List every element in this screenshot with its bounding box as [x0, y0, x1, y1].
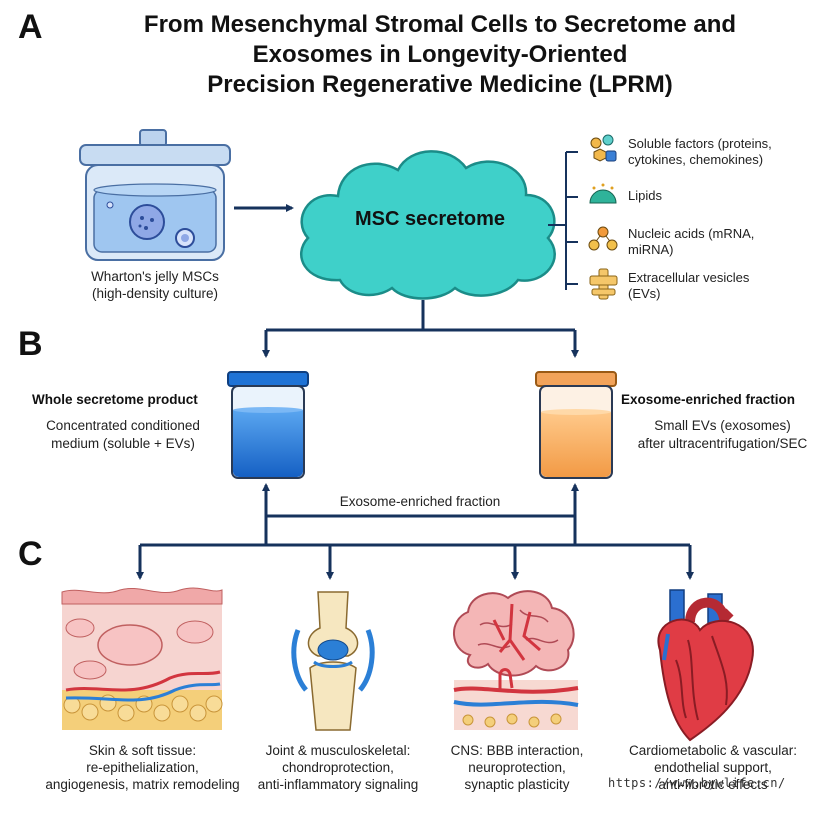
- watermark-url: https://www.bywlife.cn/: [608, 776, 786, 790]
- whole-secretome-line-1: Concentrated conditioned: [46, 418, 200, 433]
- application-joint-caption: Joint & musculoskeletal: chondroprotecti…: [238, 742, 438, 793]
- vesicle-icon: [589, 268, 618, 300]
- component-bracket: [548, 151, 578, 290]
- whole-secretome-description: Concentrated conditioned medium (soluble…: [28, 417, 218, 453]
- application-skin-caption: Skin & soft tissue: re-epithelialization…: [20, 742, 265, 793]
- component-nucleic-line-1: Nucleic acids (mRNA,: [628, 226, 755, 241]
- application-cardio-line-2: endothelial support,: [654, 760, 772, 775]
- component-soluble-line-2: cytokines, chemokines): [628, 152, 764, 167]
- component-lipids-line-1: Lipids: [628, 188, 662, 203]
- panel-letter-b: B: [18, 325, 43, 363]
- application-joint-line-2: chondroprotection,: [282, 760, 394, 775]
- lipid-icon: [589, 183, 617, 204]
- component-label-lipids: Lipids: [628, 188, 828, 204]
- figure-title: From Mesenchymal Stromal Cells to Secret…: [90, 10, 790, 100]
- application-cardio-line-1: Cardiometabolic & vascular:: [628, 743, 798, 758]
- component-nucleic-line-2: miRNA): [628, 242, 674, 257]
- exosome-fraction-line-1: Small EVs (exosomes): [654, 418, 791, 433]
- title-line-1: From Mesenchymal Stromal Cells to Secret…: [143, 11, 737, 38]
- knee-joint-icon: [291, 591, 375, 731]
- application-skin-line-2: re-epithelialization,: [86, 760, 199, 775]
- panel-letter-a: A: [18, 8, 43, 46]
- skin-icon: [61, 587, 223, 730]
- component-evs-line-2: (EVs): [628, 286, 661, 301]
- panel-letter-c: C: [18, 535, 43, 573]
- application-joint-line-1: Joint & musculoskeletal:: [265, 743, 411, 758]
- component-label-extracellular-vesicles: Extracellular vesicles (EVs): [628, 270, 828, 302]
- application-cardio-caption: Cardiometabolic & vascular: endothelial …: [598, 742, 828, 793]
- nucleic-acid-icon: [588, 226, 618, 251]
- exosome-fraction-description: Small EVs (exosomes) after ultracentrifu…: [620, 417, 825, 453]
- title-line-3: Precision Regenerative Medicine (LPRM): [207, 71, 673, 98]
- culture-dish-icon: [79, 129, 231, 261]
- connector-label: Exosome-enriched fraction: [339, 494, 501, 509]
- whole-secretome-title: Whole secretome product: [32, 392, 198, 407]
- secretome-cloud-icon: [299, 150, 556, 300]
- component-label-soluble-factors: Soluble factors (proteins, cytokines, ch…: [628, 136, 828, 168]
- exosome-fraction-title: Exosome-enriched fraction: [621, 392, 796, 407]
- application-cns-caption: CNS: BBB interaction, neuroprotection, s…: [432, 742, 602, 793]
- component-soluble-line-1: Soluble factors (proteins,: [628, 136, 772, 151]
- application-cns-line-3: synaptic plasticity: [464, 777, 570, 792]
- source-caption: Wharton's jelly MSCs (high-density cultu…: [60, 268, 250, 302]
- application-cardio-line-3: anti-fibrotic effects: [658, 777, 768, 792]
- component-label-nucleic-acids: Nucleic acids (mRNA, miRNA): [628, 226, 828, 258]
- whole-secretome-line-2: medium (soluble + EVs): [51, 436, 195, 451]
- application-cns-line-1: CNS: BBB interaction,: [450, 743, 584, 758]
- source-caption-line-2: (high-density culture): [91, 286, 219, 301]
- exosome-fraction-jar-icon: [535, 371, 617, 479]
- application-joint-line-3: anti-inflammatory signaling: [257, 777, 419, 792]
- source-caption-line-1: Wharton's jelly MSCs: [91, 269, 219, 284]
- application-skin-line-3: angiogenesis, matrix remodeling: [45, 777, 240, 792]
- heart-icon: [657, 589, 754, 742]
- brain-icon: [453, 590, 579, 730]
- split-arrows: [262, 300, 579, 358]
- exosome-fraction-line-2: after ultracentrifugation/SEC: [637, 436, 808, 451]
- application-cns-line-2: neuroprotection,: [468, 760, 566, 775]
- molecules-icon: [590, 134, 617, 162]
- application-skin-line-1: Skin & soft tissue:: [88, 743, 197, 758]
- cloud-label: MSC secretome: [354, 208, 506, 230]
- whole-secretome-jar-icon: [227, 371, 309, 479]
- component-evs-line-1: Extracellular vesicles: [628, 270, 750, 285]
- distribution-arrows: [136, 483, 694, 580]
- title-line-2: Exosomes in Longevity-Oriented: [252, 41, 628, 68]
